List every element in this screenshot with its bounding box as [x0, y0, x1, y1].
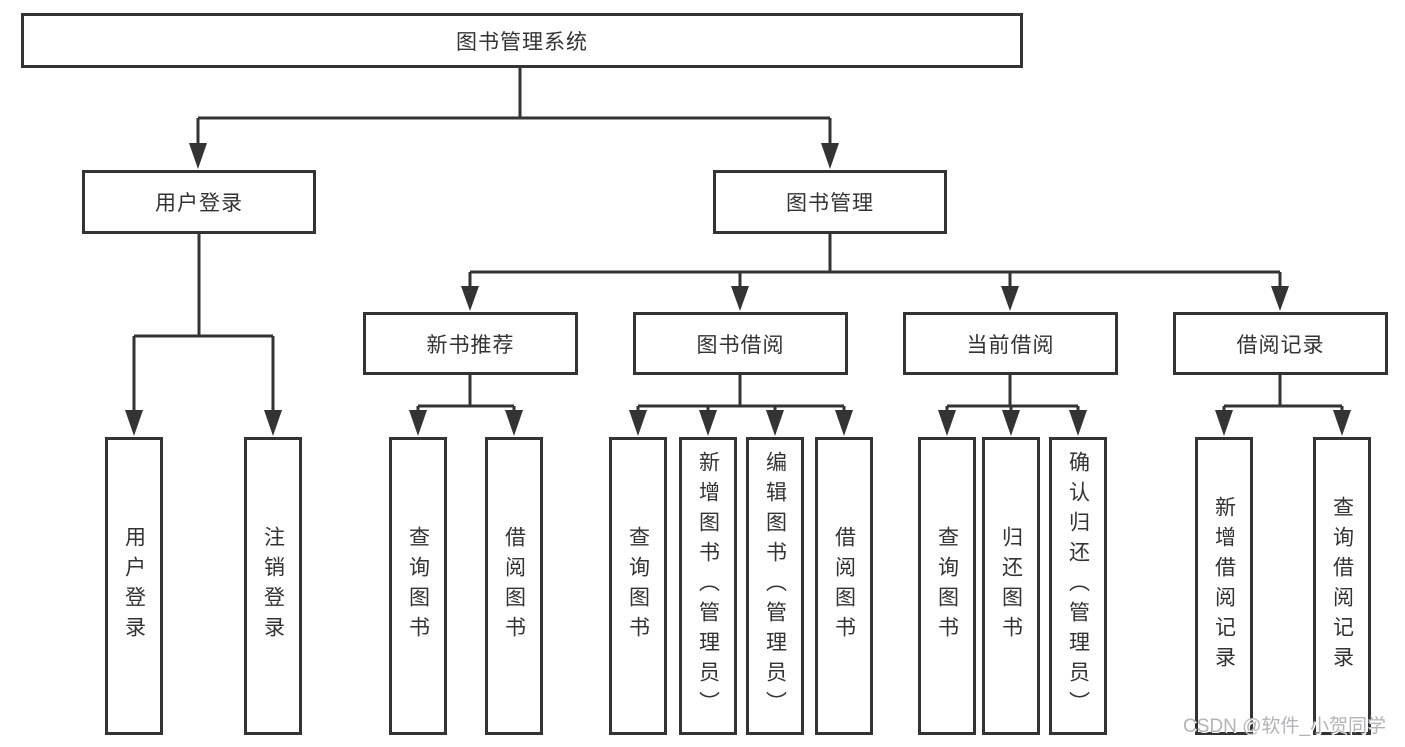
connector-login-branch	[132, 234, 275, 414]
leaf-return-book: 归还图书	[982, 437, 1040, 735]
leaf-add-borrow-record: 新增借阅记录	[1195, 437, 1253, 735]
connector-newbook-leaves	[416, 375, 516, 414]
connector-records-leaves	[1222, 375, 1344, 414]
leaf-edit-book-admin: 编辑图书（管理员）	[746, 437, 804, 735]
arrowheads-level3	[461, 286, 1289, 311]
node-user-login-branch: 用户登录	[82, 170, 316, 234]
node-new-book-recommend: 新书推荐	[363, 312, 578, 375]
leaf-query-book-2: 查询图书	[609, 437, 667, 735]
watermark: CSDN @软件_小贺同学	[1183, 716, 1386, 737]
leaf-add-book-admin: 新增图书（管理员）	[679, 437, 737, 735]
node-borrowing-records: 借阅记录	[1173, 312, 1388, 375]
leaf-borrow-book-2: 借阅图书	[815, 437, 873, 735]
arrowheads-login-leaves	[125, 410, 282, 436]
leaf-query-borrow-record: 查询借阅记录	[1313, 437, 1371, 735]
connector-root-to-level2	[196, 68, 832, 146]
leaf-logout: 注销登录	[244, 437, 302, 735]
node-current-borrowing: 当前借阅	[903, 312, 1118, 375]
leaf-user-login: 用户登录	[105, 437, 163, 735]
leaf-borrow-book-1: 借阅图书	[485, 437, 543, 735]
connector-management-to-level3	[468, 234, 1282, 290]
leaf-query-book-3: 查询图书	[918, 437, 976, 735]
connector-borrowing-leaves	[636, 375, 846, 414]
node-root-title: 图书管理系统	[21, 13, 1023, 68]
leaf-confirm-return-admin: 确认归还（管理员）	[1049, 437, 1107, 735]
connector-current-leaves	[945, 375, 1080, 414]
arrowheads-level2	[189, 143, 839, 169]
node-book-borrowing: 图书借阅	[633, 312, 848, 375]
node-book-management: 图书管理	[713, 170, 947, 234]
arrowheads-leaf-row	[409, 410, 1351, 436]
leaf-query-book-1: 查询图书	[389, 437, 447, 735]
